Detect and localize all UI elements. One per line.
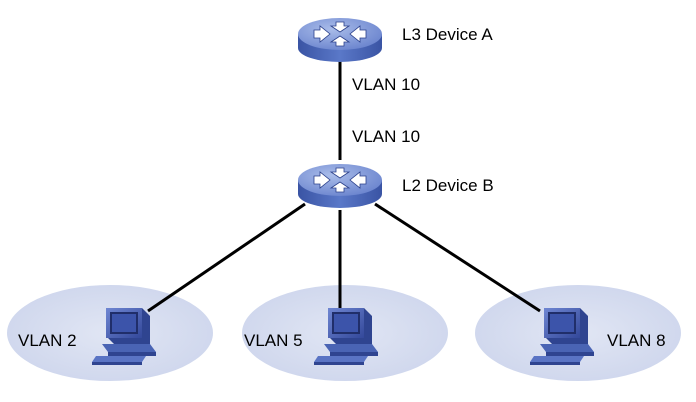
device-b-label: L2 Device B xyxy=(402,176,494,195)
vlan-label: VLAN 8 xyxy=(607,331,666,350)
vlan-label: VLAN 5 xyxy=(244,331,303,350)
device-a-label: L3 Device A xyxy=(402,25,493,44)
link-b-vlan8 xyxy=(374,202,541,313)
device-b-icon xyxy=(297,163,383,209)
link-label-b-side: VLAN 10 xyxy=(352,127,420,146)
device-a-icon xyxy=(297,17,383,63)
link-b-vlan2 xyxy=(147,202,306,313)
vlan-label: VLAN 2 xyxy=(18,331,77,350)
link-label-a-side: VLAN 10 xyxy=(352,75,420,94)
